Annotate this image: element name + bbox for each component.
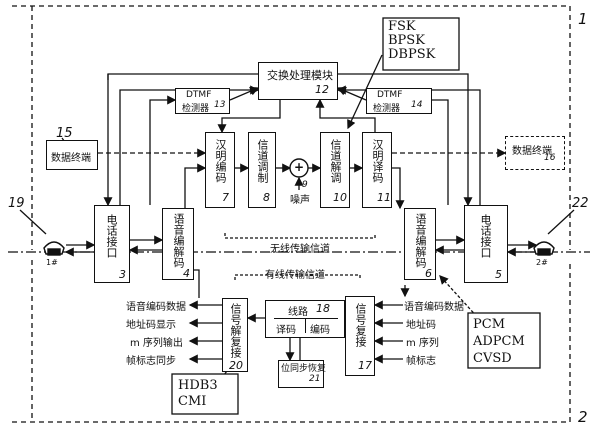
phone-left-tag: 1#	[46, 258, 58, 267]
channel-modulator-num: 8	[263, 191, 270, 204]
mux-in-frameflag: 帧标志	[406, 356, 436, 367]
line-decode-label: 译码	[276, 325, 296, 336]
signal-demux-block: 信号解复接 20	[222, 298, 248, 372]
voice-codec-right-label: 语音编解码	[414, 213, 427, 268]
channel-modulator-block: 信道调制 8	[248, 132, 276, 208]
phone-right-tag: 2#	[536, 258, 548, 267]
phone-right-num: 22	[572, 196, 589, 211]
callout-bpsk: BPSK	[388, 33, 425, 48]
hamming-encoder-label: 汉明编码	[214, 139, 227, 183]
line-codec-num: 18	[316, 302, 330, 315]
channel-demodulator-num: 10	[333, 191, 347, 204]
modulation-callout-box	[382, 17, 460, 71]
noise-plus-symbol: +	[294, 160, 305, 174]
callout-cvsd: CVSD	[473, 351, 512, 366]
data-terminal-left-num: 15	[56, 126, 73, 141]
hamming-encoder-block: 汉明编码 7	[205, 132, 235, 208]
telephone-2-icon	[533, 241, 555, 256]
dtmf-right-top: DTMF	[377, 90, 403, 100]
switch-module-label: 交换处理模块	[267, 69, 333, 82]
voice-codec-left-num: 4	[183, 267, 190, 280]
wired-channel-label: 有线传输信道	[265, 270, 325, 281]
voice-codec-left: 语音编解码 4	[162, 208, 194, 280]
callout-fsk: FSK	[388, 19, 416, 34]
mux-in-mseq: m 序列	[406, 338, 439, 349]
callout-cmi: CMI	[178, 394, 207, 409]
dtmf-detector-left: DTMF 检测器 13	[175, 88, 230, 114]
demux-out-address: 地址码显示	[126, 320, 176, 331]
signal-demux-num: 20	[229, 359, 243, 372]
demux-out-voice: 语音编码数据	[126, 302, 186, 313]
modulation-callout: FSK BPSK DBPSK	[388, 20, 435, 62]
switch-module-num: 12	[315, 83, 329, 96]
data-terminal-left: 数据终端	[46, 140, 98, 170]
dtmf-right-bottom: 检测器	[373, 104, 401, 114]
dtmf-right-num: 14	[411, 100, 423, 110]
line-codec-label: 线路	[288, 307, 308, 318]
phone-interface-right-label: 电话接口	[479, 214, 492, 258]
signal-mux-block: 信号复接 17	[345, 296, 375, 376]
dtmf-left-bottom: 检测器	[182, 104, 210, 114]
channel-demodulator-label: 信道解调	[329, 139, 342, 183]
voice-codec-left-label: 语音编解码	[172, 213, 185, 268]
phone-interface-left: 电话接口 3	[94, 205, 130, 283]
bit-sync-num: 21	[309, 374, 321, 384]
mux-in-voice: 语音编码数据	[404, 302, 464, 313]
data-terminal-right-label: 数据终端	[512, 146, 552, 157]
noise-label: 噪声	[290, 195, 310, 206]
speech-callout-box	[467, 312, 541, 369]
line-codec-block: 线路 18 译码 编码	[265, 300, 345, 338]
signal-demux-label: 信号解复接	[229, 303, 242, 358]
speech-callout: PCM ADPCM CVSD	[473, 316, 525, 367]
corner-label-1: 1	[578, 10, 588, 28]
mux-in-address: 地址码	[406, 320, 436, 331]
signal-mux-label: 信号复接	[354, 303, 367, 347]
channel-modulator-label: 信道调制	[256, 139, 269, 183]
data-terminal-right: 数据终端 16	[505, 136, 565, 170]
linecode-callout-box	[171, 373, 239, 415]
phone-interface-right: 电话接口 5	[464, 205, 508, 283]
phone-interface-right-num: 5	[495, 268, 502, 281]
demux-out-mseq: m 序列输出	[130, 338, 183, 349]
channel-demodulator-block: 信道解调 10	[320, 132, 350, 208]
linecode-callout: HDB3 CMI	[178, 378, 218, 410]
data-terminal-right-num: 16	[544, 153, 556, 163]
noise-summing-node	[289, 158, 309, 178]
hamming-encoder-num: 7	[222, 191, 229, 204]
hamming-decoder-label: 汉明译码	[371, 139, 384, 183]
dtmf-left-num: 13	[214, 100, 226, 110]
callout-pcm: PCM	[473, 317, 506, 332]
system-boundary-top	[12, 5, 571, 250]
bit-sync-block: 位同步恢复 21	[278, 360, 327, 388]
demux-out-framesync: 帧标志同步	[126, 356, 176, 367]
noise-num: 9	[302, 180, 308, 190]
dtmf-left-top: DTMF	[186, 90, 212, 100]
bit-sync-label: 位同步恢复	[281, 364, 327, 374]
wireless-channel-label: 无线传输信道	[270, 244, 330, 255]
callout-adpcm: ADPCM	[473, 334, 525, 349]
hamming-decoder-num: 11	[377, 191, 391, 204]
phone-left-num: 19	[8, 196, 25, 211]
switch-module-block: 交换处理模块 12	[258, 62, 338, 100]
voice-codec-right: 语音编解码 6	[404, 208, 436, 280]
signal-mux-num: 17	[358, 359, 372, 372]
callout-hdb3: HDB3	[178, 378, 218, 393]
dtmf-detector-right: DTMF 检测器 14	[366, 88, 432, 114]
voice-codec-right-num: 6	[425, 267, 432, 280]
data-terminal-left-label: 数据终端	[51, 153, 91, 164]
phone-interface-left-num: 3	[119, 268, 126, 281]
corner-label-2: 2	[578, 408, 588, 426]
system-boundary-bottom	[12, 262, 571, 423]
phone-interface-left-label: 电话接口	[105, 214, 118, 258]
line-encode-label: 编码	[310, 325, 330, 336]
hamming-decoder-block: 汉明译码 11	[362, 132, 392, 208]
telephone-1-icon	[43, 241, 65, 256]
callout-dbpsk: DBPSK	[388, 47, 436, 62]
